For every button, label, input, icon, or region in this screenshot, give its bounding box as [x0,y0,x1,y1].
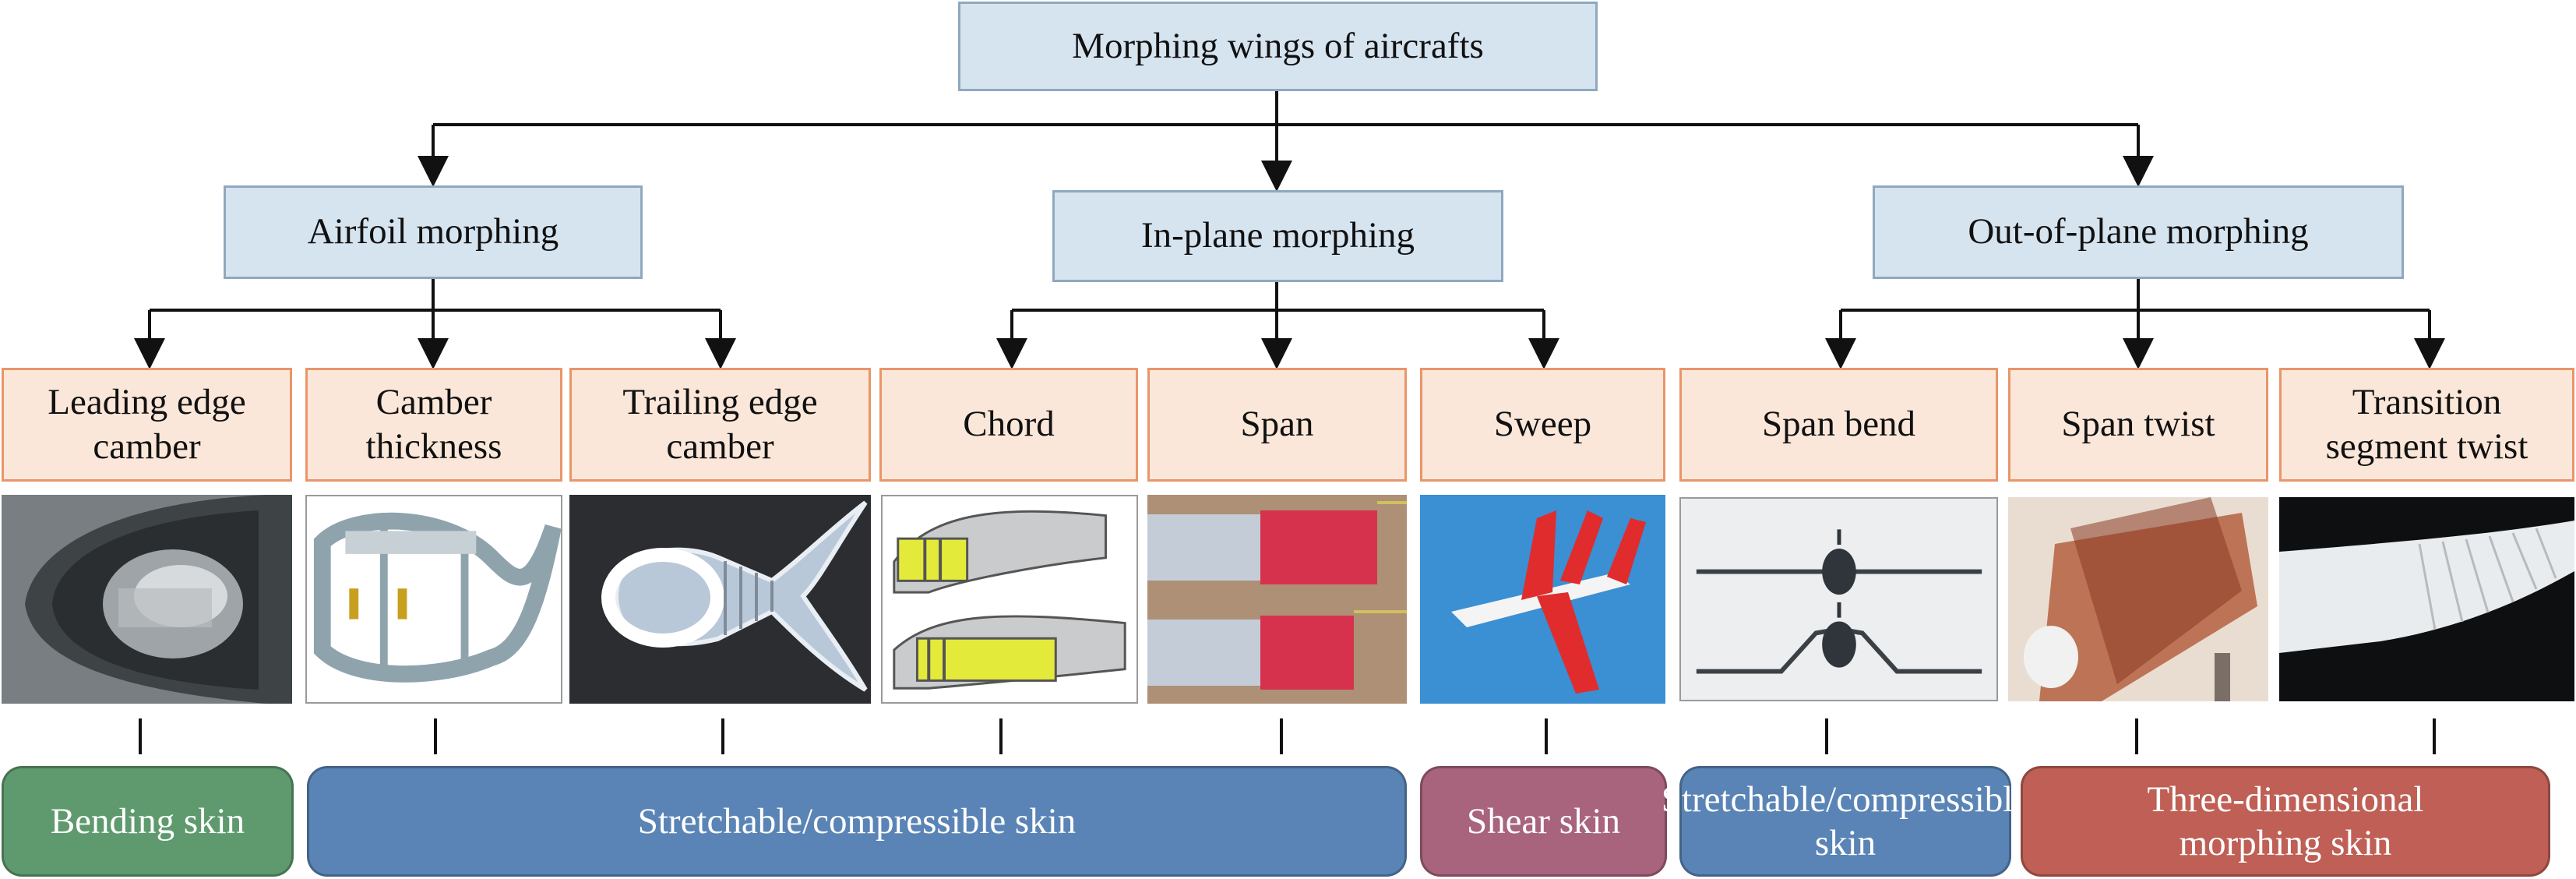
type-label: Trailing edge camber [622,381,818,467]
camber-thickness-image [305,495,562,704]
category-in-plane-morphing: In-plane morphing [1052,190,1503,282]
sweep-image [1420,495,1665,704]
type-trailing-edge-camber: Trailing edge camber [569,368,871,482]
skin-bending: Bending skin [2,766,294,877]
type-label: Span bend [1761,404,1916,445]
skin-label: Stretchable/compressible skin [1661,778,2030,863]
category-label: In-plane morphing [1140,215,1415,256]
skin-shear: Shear skin [1420,766,1667,877]
type-span-twist: Span twist [2008,368,2268,482]
type-chord: Chord [879,368,1138,482]
skin-label: Three-dimensional morphing skin [2147,778,2424,863]
type-label: Span twist [2061,404,2215,445]
type-camber-thickness: Camber thickness [305,368,562,482]
skin-stretchable-compressible: Stretchable/compressible skin [307,766,1407,877]
transition-segment-twist-image [2279,497,2574,701]
type-transition-segment-twist: Transition segment twist [2279,368,2574,482]
skin-label: Bending skin [50,800,245,842]
category-airfoil-morphing: Airfoil morphing [224,185,643,279]
span-bend-image [1679,497,1998,701]
type-label: Transition segment twist [2325,381,2528,467]
skin-three-dimensional-morphing: Three-dimensional morphing skin [2021,766,2550,877]
chord-image [881,495,1138,704]
skin-label: Stretchable/compressible skin [637,800,1077,842]
leading-edge-camber-image [2,495,292,704]
type-label: Sweep [1493,404,1592,445]
type-label: Chord [963,404,1055,445]
type-span-bend: Span bend [1679,368,1998,482]
skin-stretchable-compressible-out-of-plane: Stretchable/compressible skin [1662,766,2029,877]
span-image [1147,495,1407,704]
type-label: Span [1240,404,1314,445]
type-label: Leading edge camber [48,381,246,467]
category-label: Out-of-plane morphing [1968,211,2309,252]
root-label: Morphing wings of aircrafts [1072,25,1484,66]
category-out-of-plane-morphing: Out-of-plane morphing [1873,185,2404,279]
type-label: Camber thickness [365,381,502,467]
trailing-edge-camber-image [569,495,871,704]
type-leading-edge-camber: Leading edge camber [2,368,292,482]
type-sweep: Sweep [1420,368,1665,482]
category-label: Airfoil morphing [307,211,559,252]
skin-label: Shear skin [1466,800,1621,842]
type-span: Span [1147,368,1407,482]
root-node: Morphing wings of aircrafts [958,2,1598,91]
span-twist-image [2008,497,2268,701]
